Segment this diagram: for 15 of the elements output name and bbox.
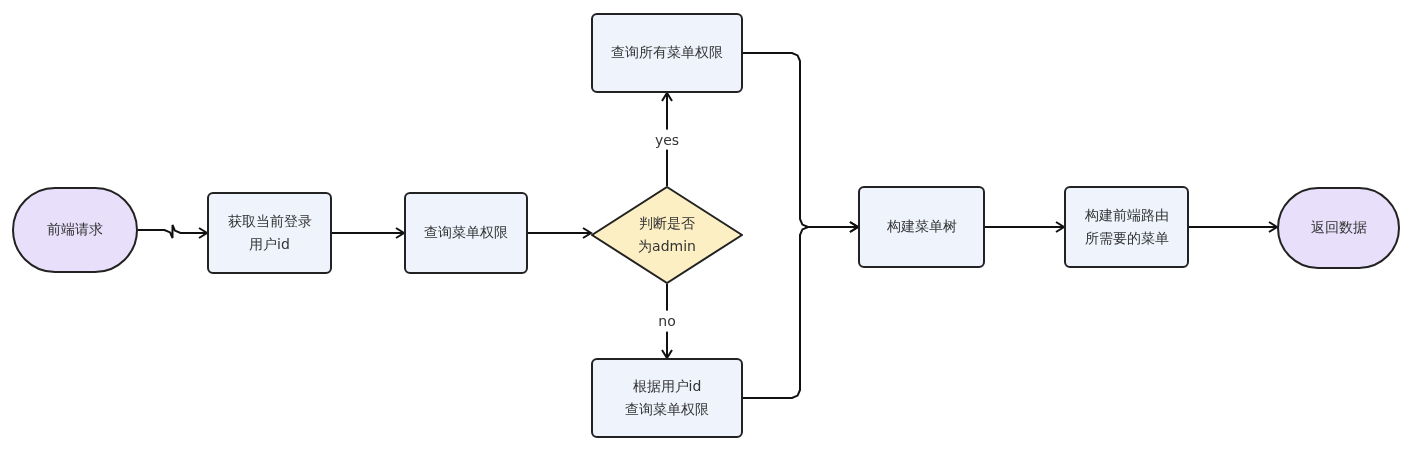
terminal-node: 返回数据: [1277, 187, 1400, 269]
decision-diamond: 判断是否为admin: [591, 186, 743, 284]
process-box: 查询菜单权限: [404, 192, 528, 274]
arrow: [1188, 221, 1278, 233]
process-box: 获取当前登录用户id: [207, 192, 332, 274]
arrow: [742, 221, 859, 399]
terminal-node: 前端请求: [12, 187, 138, 273]
arrow: [984, 221, 1065, 233]
arrow: [527, 227, 592, 239]
process-box: 根据用户id查询菜单权限: [591, 358, 743, 438]
process-box: 查询所有菜单权限: [591, 13, 743, 93]
arrow: [331, 227, 405, 239]
process-box: 构建前端路由所需要的菜单: [1064, 186, 1189, 268]
process-box: 构建菜单树: [858, 186, 985, 268]
arrow: [137, 224, 208, 239]
